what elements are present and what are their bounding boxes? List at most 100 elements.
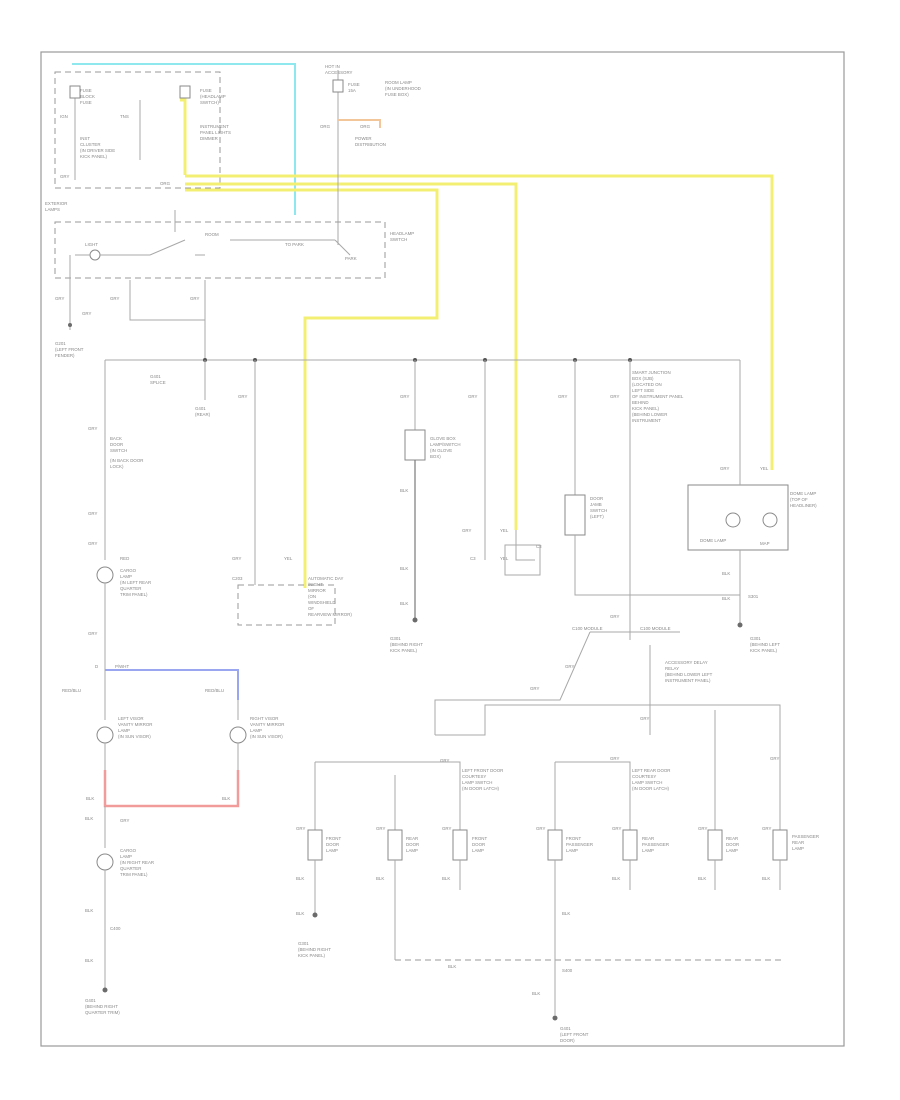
svg-text:FUSE BOX): FUSE BOX) — [385, 92, 409, 97]
svg-text:DOME LAMP: DOME LAMP — [700, 538, 726, 543]
svg-text:BLK: BLK — [296, 911, 304, 916]
svg-text:BLK: BLK — [85, 908, 93, 913]
svg-text:BLK: BLK — [612, 876, 620, 881]
svg-text:SWITCH: SWITCH — [590, 508, 607, 513]
svg-text:GLOVE BOX: GLOVE BOX — [430, 436, 456, 441]
svg-text:G401: G401 — [560, 1026, 571, 1031]
svg-text:(BEHIND LEFT: (BEHIND LEFT — [750, 642, 780, 647]
svg-text:GRY: GRY — [640, 716, 650, 721]
diagram-border — [40, 51, 845, 1047]
svg-text:(TOP OF: (TOP OF — [790, 497, 808, 502]
svg-text:DIMMER: DIMMER — [200, 136, 218, 141]
svg-text:LEFT VISOR: LEFT VISOR — [118, 716, 144, 721]
svg-text:POWER: POWER — [355, 136, 372, 141]
svg-text:BLK: BLK — [85, 958, 93, 963]
svg-text:GRY: GRY — [55, 296, 65, 301]
svg-text:(BEHIND RIGHT: (BEHIND RIGHT — [85, 1004, 118, 1009]
svg-text:GRY: GRY — [530, 686, 540, 691]
svg-text:(LEFT): (LEFT) — [590, 514, 604, 519]
svg-text:BLK: BLK — [562, 911, 570, 916]
main-bus — [105, 359, 741, 480]
svg-text:COURTESY: COURTESY — [632, 774, 656, 779]
svg-text:C3: C3 — [470, 556, 476, 561]
svg-text:IGN: IGN — [60, 114, 68, 119]
svg-text:BLK: BLK — [85, 816, 93, 821]
svg-text:FENDER): FENDER) — [55, 353, 75, 358]
svg-text:DOOR: DOOR — [326, 842, 339, 847]
svg-text:(IN SUN VISOR): (IN SUN VISOR) — [118, 734, 151, 739]
svg-text:(IN GLOVE: (IN GLOVE — [430, 448, 452, 453]
yellow-wire-3 — [185, 188, 439, 588]
svg-text:GRY: GRY — [468, 394, 478, 399]
svg-text:EXTERIOR: EXTERIOR — [45, 201, 67, 206]
svg-text:GRY: GRY — [770, 756, 780, 761]
yellow-wire-2 — [185, 182, 518, 530]
svg-text:PASSENGER: PASSENGER — [566, 842, 593, 847]
svg-text:INSTRUMENT: INSTRUMENT — [200, 124, 229, 129]
svg-text:AUTOMATIC DAY: AUTOMATIC DAY — [308, 576, 343, 581]
svg-text:ORG: ORG — [320, 124, 331, 129]
svg-text:BLK: BLK — [296, 876, 304, 881]
svg-text:GRY: GRY — [232, 556, 242, 561]
svg-text:LAMP: LAMP — [250, 728, 262, 733]
red-wire — [103, 770, 240, 808]
svg-text:GRY: GRY — [376, 826, 386, 831]
svg-text:GRY: GRY — [110, 296, 120, 301]
svg-text:LIGHT: LIGHT — [85, 242, 98, 247]
svg-text:QUARTER TRIM): QUARTER TRIM) — [85, 1010, 120, 1015]
svg-text:(BEHIND RIGHT: (BEHIND RIGHT — [390, 642, 423, 647]
svg-text:ROOM: ROOM — [205, 232, 219, 237]
svg-text:GRY: GRY — [762, 826, 772, 831]
svg-text:GRY: GRY — [536, 826, 546, 831]
svg-text:LAMPS: LAMPS — [45, 207, 60, 212]
yellow-wire-4 — [180, 98, 187, 175]
svg-text:ACCESSORY DELAY: ACCESSORY DELAY — [665, 660, 708, 665]
svg-text:BLK: BLK — [442, 876, 450, 881]
svg-text:GRY: GRY — [88, 511, 98, 516]
svg-text:REAR: REAR — [792, 840, 804, 845]
svg-text:C100 MODULE: C100 MODULE — [640, 626, 671, 631]
svg-text:BLK: BLK — [400, 601, 408, 606]
svg-text:COURTESY: COURTESY — [462, 774, 486, 779]
svg-text:(HEADLAMP: (HEADLAMP — [200, 94, 226, 99]
svg-text:YEL: YEL — [500, 556, 509, 561]
svg-text:BLK: BLK — [762, 876, 770, 881]
svg-text:GRY: GRY — [720, 466, 730, 471]
svg-text:C203: C203 — [232, 576, 243, 581]
svg-text:G201: G201 — [55, 341, 66, 346]
svg-text:DOME LAMP: DOME LAMP — [790, 491, 816, 496]
svg-text:DOOR): DOOR) — [560, 1038, 575, 1043]
svg-text:ORG: ORG — [360, 124, 371, 129]
cyan-wire — [72, 63, 296, 215]
svg-text:(BEHIND LOWER LEFT: (BEHIND LOWER LEFT — [665, 672, 713, 677]
svg-text:RED/BLU: RED/BLU — [205, 688, 224, 693]
blue-wire — [105, 669, 239, 700]
svg-text:JAMB: JAMB — [590, 502, 602, 507]
svg-text:INST: INST — [80, 136, 90, 141]
svg-text:FRONT: FRONT — [566, 836, 581, 841]
svg-text:GRY: GRY — [88, 426, 98, 431]
svg-text:BLK: BLK — [722, 596, 730, 601]
svg-text:SPLICE: SPLICE — [150, 380, 166, 385]
svg-text:(IN LEFT REAR: (IN LEFT REAR — [120, 580, 151, 585]
svg-text:REAR: REAR — [642, 836, 654, 841]
svg-text:(LEFT FRONT: (LEFT FRONT — [560, 1032, 589, 1037]
svg-text:GRY: GRY — [296, 826, 306, 831]
svg-text:TRIM PANEL): TRIM PANEL) — [120, 872, 148, 877]
svg-text:(IN DOOR LATCH): (IN DOOR LATCH) — [632, 786, 670, 791]
svg-text:HEADLAMP: HEADLAMP — [390, 231, 414, 236]
svg-text:LAMP SWITCH: LAMP SWITCH — [632, 780, 662, 785]
svg-text:CLUSTER: CLUSTER — [80, 142, 101, 147]
svg-text:(IN DRIVER SIDE: (IN DRIVER SIDE — [80, 148, 115, 153]
svg-text:G401: G401 — [150, 374, 161, 379]
svg-text:PASSENGER: PASSENGER — [792, 834, 819, 839]
svg-text:YEL: YEL — [500, 528, 509, 533]
yellow-wire-main — [185, 174, 774, 470]
